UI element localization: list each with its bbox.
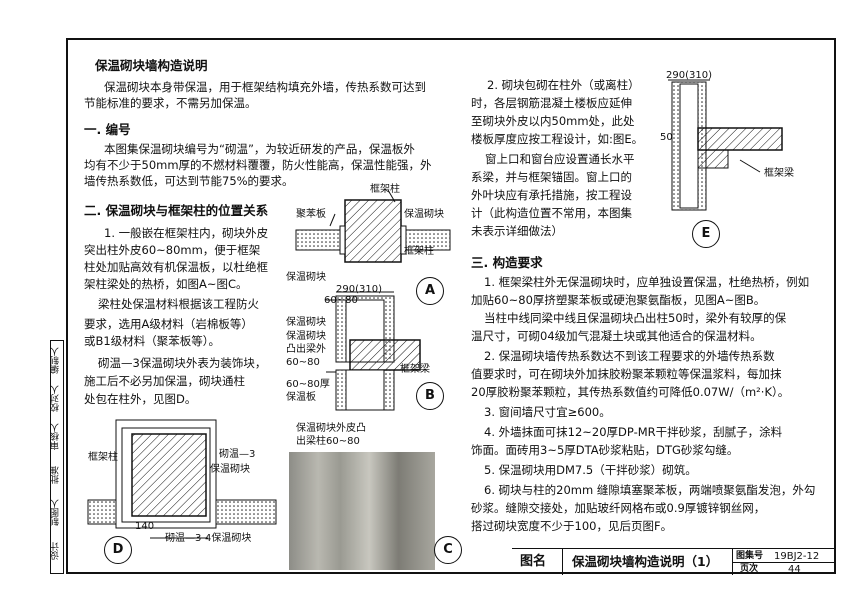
label-e-beam: 框架梁 <box>764 168 794 179</box>
drawing-frame <box>66 38 836 574</box>
label-b5: 60~80厚 <box>286 379 330 390</box>
section2-line: 梁柱处保温材料根据该工程防火 <box>98 297 259 311</box>
intro-line: 保温砌块本身带保温，用于框架结构填充外墙，传热系数可达到 <box>104 80 426 94</box>
section2-line: 施工后不必另加保温，砌块通柱 <box>84 374 245 388</box>
label-b6: 保温板 <box>286 392 316 403</box>
section3-line: 温尺寸，可砌04级加气混凝土块或其他适合的保温材料。 <box>471 329 762 343</box>
col2-line: 窗上口和窗台应设置通长水平 <box>485 152 635 166</box>
label-frame-column-2: 框架柱 <box>404 246 434 257</box>
col2-line: 2. 砌块包砌在柱外（或离柱） <box>487 78 640 92</box>
label-insulation-block-a: 保温砌块 <box>286 272 326 283</box>
detail-marker-b: B <box>416 382 444 410</box>
label-d-column: 框架柱 <box>88 452 118 463</box>
dim-e-50: 50 <box>660 132 673 143</box>
section2-line: 柱处加贴高效有机保温板，以杜绝框 <box>84 260 268 274</box>
section2-line: 1. 一般嵌在框架柱内，砌块外皮 <box>104 226 269 240</box>
detail-e <box>668 79 783 211</box>
section2-line: 或B1级材料（聚苯板等）。 <box>84 334 220 348</box>
signature-strip: 编制人 校对人 审核人 批准 制图人 设计 <box>50 340 64 574</box>
label-frame-column: 框架柱 <box>370 184 400 195</box>
col2-line: 时，各层钢筋混凝土楼板应延伸 <box>471 96 632 110</box>
section2-line: 砌温—3保温砌块外表为装饰块， <box>98 356 267 370</box>
section3-line: 搭过砌块宽度不少于100，见后页图F。 <box>471 519 673 533</box>
section2-line: 要求，选用A级材料（岩棉板等） <box>84 317 253 331</box>
detail-d <box>87 419 277 539</box>
section3-line: 3. 窗间墙尺寸宜≥600。 <box>484 405 611 419</box>
section3-line: 5. 保温砌块用DM7.5（干拌砂浆）砌筑。 <box>484 463 697 477</box>
label-d4: 砌温—3-4保温砌块 <box>165 533 252 544</box>
col2-line: 计（此构造位置不常用，本图集 <box>471 206 632 220</box>
atlas-label: 图集号 <box>736 551 764 561</box>
label-b1: 保温砌块 <box>286 317 326 328</box>
section3-heading: 三. 构造要求 <box>471 255 543 270</box>
construction-photo <box>289 452 435 570</box>
label-frame-beam-b: 框架梁 <box>400 364 430 375</box>
page-title: 保温砌块墙构造说明 <box>95 58 208 73</box>
section2-line: 架柱梁处的热桥，如图A~图C。 <box>84 277 248 291</box>
section3-line: 值要求时，可在砌块外加抹胶粉聚苯颗粒等保温浆料，每加抹 <box>471 367 782 381</box>
dim-290: 290(310) <box>336 284 382 295</box>
detail-a <box>295 189 451 263</box>
section3-line: 当柱中线同梁中线且保温砌块凸出柱50时，梁外有较厚的保 <box>484 311 787 325</box>
page-label: 页次 <box>740 564 759 574</box>
section3-line: 6. 砌块与柱的20mm 缝隙填塞聚苯板，两端喷聚氨酯发泡，外勾 <box>484 483 816 497</box>
section3-line: 饰面。面砖用3~5厚DTA砂浆粘贴，DTG砂浆勾缝。 <box>471 443 739 457</box>
col2-line: 楼板厚度应按工程设计，如:图E。 <box>471 132 644 146</box>
detail-marker-a: A <box>416 277 444 305</box>
detail-marker-d: D <box>104 536 132 564</box>
section3-line: 加贴60~80厚挤塑聚苯板或硬泡聚氨酯板，见图A~图B。 <box>471 293 766 307</box>
section1-line: 均有不少于50mm厚的不燃材料覆覆，防火性能高，保温性能强，外 <box>84 158 432 172</box>
label-b2: 保温砌块 <box>286 331 326 342</box>
dim-60-80: 60~80 <box>324 295 358 306</box>
section1-line: 墙传热系数低，可达到节能75%的要求。 <box>84 174 294 188</box>
detail-marker-c: C <box>434 536 462 564</box>
label-d3: 保温砌块 <box>210 464 250 475</box>
label-b4: 60~80 <box>286 357 320 368</box>
dim-140: 140 <box>135 521 155 532</box>
label-c1: 保温砌块外皮凸 <box>296 423 366 434</box>
dim-e-290: 290(310) <box>666 70 712 81</box>
label-insulation-block: 保温砌块 <box>404 209 444 220</box>
section3-line: 4. 外墙抹面可抹12~20厚DP-MR干拌砂浆，刮腻子，涂料 <box>484 425 783 439</box>
label-b3: 凸出梁外 <box>286 344 326 355</box>
intro-line: 节能标准的要求，不需另加保温。 <box>84 96 257 110</box>
title-block: 图名 保温砌块墙构造说明（1） 图集号 19BJ2-12 页次 44 <box>512 548 836 575</box>
drawing-name: 保温砌块墙构造说明（1） <box>572 554 719 569</box>
section1-line: 本图集保温砌块编号为“砌温”，为较近研发的产品，保温板外 <box>104 142 415 156</box>
section1-heading: 一. 编号 <box>84 122 131 137</box>
section3-line: 1. 框架梁柱外无保温砌块时，应单独设置保温，杜绝热桥，例如 <box>484 275 810 289</box>
col2-line: 外叶块应有承托措施，按工程设 <box>471 188 632 202</box>
label-c2: 出梁柱60~80 <box>296 436 360 447</box>
col2-line: 系梁，并与框架锚固。窗上口的 <box>471 170 632 184</box>
page-number: 44 <box>788 564 801 575</box>
detail-marker-e: E <box>692 220 720 248</box>
label-d2: 砌温—3 <box>219 449 256 460</box>
section2-heading: 二. 保温砌块与框架柱的位置关系 <box>84 203 269 218</box>
col2-line: 至砌块外皮以内50mm处，此处 <box>471 114 635 128</box>
title-block-label: 图名 <box>520 554 547 569</box>
section2-line: 突出柱外皮60~80mm，便于框架 <box>84 243 261 257</box>
detail-b <box>326 291 421 411</box>
col2-line: 未表示详细做法） <box>471 224 563 238</box>
section2-line: 处包在柱外，见图D。 <box>84 392 197 406</box>
section3-line: 砂浆。缝隙交接处，加贴玻纤网格布或0.9厚镀锌钢丝网， <box>471 501 766 515</box>
section3-line: 2. 保温砌块墙传热系数达不到该工程要求的外墙传热系数 <box>484 349 775 363</box>
section3-line: 20厚胶粉聚苯颗粒，其传热系数值约可降低0.07W/（m²·K）。 <box>471 385 790 399</box>
label-eps-board: 聚苯板 <box>296 209 326 220</box>
atlas-number: 19BJ2-12 <box>774 551 820 562</box>
